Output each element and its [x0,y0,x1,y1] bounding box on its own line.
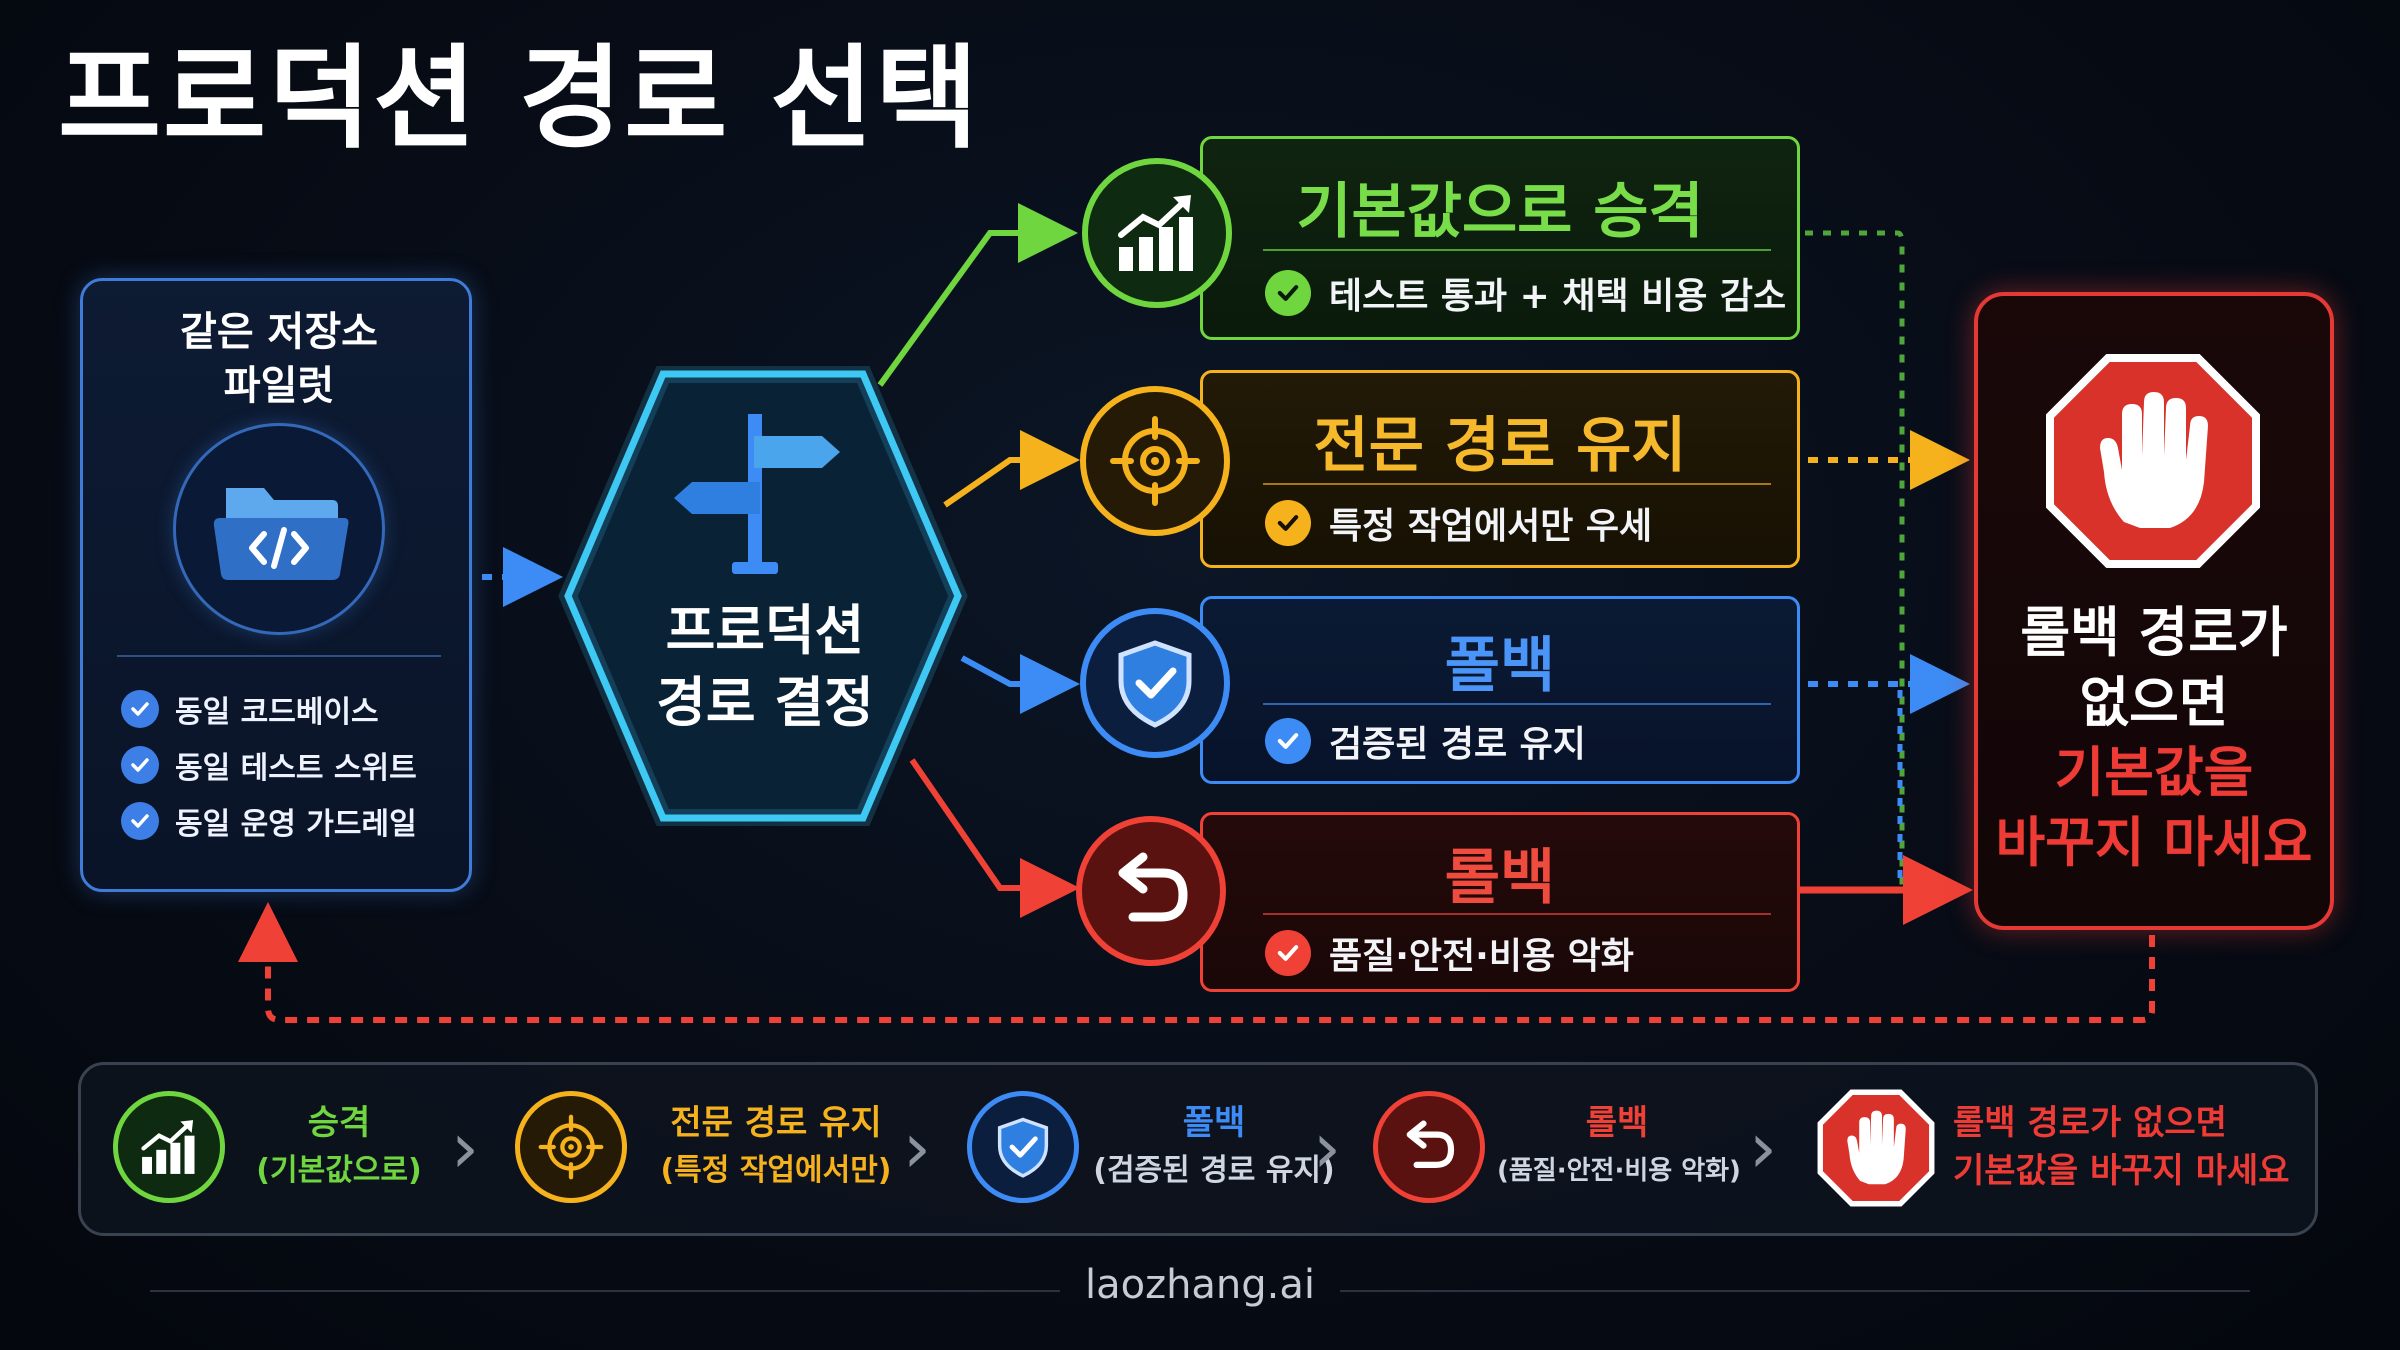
stop-line2: 없으면 [2079,671,2229,734]
rollback-branch-arrow [909,758,1080,918]
source-check-item: 동일 코드베이스 [121,687,461,731]
legend-item-promote: 승격 (기본값으로) [239,1099,439,1195]
chevron-right-icon: › [903,1107,931,1189]
legend-sub: (품질·안전·비용 악화) [1497,1156,1741,1186]
legend-item-stop: 롤백 경로가 없으면 기본값을 바꾸지 마세요 [1953,1099,2293,1195]
shield-check-icon [967,1091,1079,1203]
legend-sub: (검증된 경로 유지) [1093,1153,1335,1188]
outcome-sub: 품질·안전·비용 악화 [1265,927,1634,979]
outcome-card-promote: 기본값으로 승격 테스트 통과 + 채택 비용 감소 [1200,136,1800,340]
legend-bar: 승격 (기본값으로) › 전문 경로 유지 (특정 작업에서만) › [78,1062,2318,1236]
check-icon [1265,930,1311,976]
code-folder-icon [173,423,385,635]
outcome-sub-label: 테스트 통과 + 채택 비용 감소 [1329,276,1787,317]
stop-hand-icon [2046,354,2260,568]
footer-rule-left [150,1290,1060,1292]
card-divider [1263,913,1771,915]
source-divider [117,655,441,657]
fallback-branch-arrow [960,654,1080,714]
outcome-title: 전문 경로 유지 [1313,411,1687,481]
card-divider [1263,703,1771,705]
decision-hexagon [558,366,968,826]
outcome-title: 기본값으로 승격 [1296,177,1704,247]
outcome-sub: 특정 작업에서만 우세 [1265,497,1652,549]
undo-arrow-icon [1373,1091,1485,1203]
stop-message: 롤백 경로가 없으면 기본값을 바꾸지 마세요 [1974,598,2334,878]
stop-hand-icon [1817,1089,1935,1207]
legend-item-rollback: 롤백 (품질·안전·비용 악화) [1497,1099,1741,1195]
outcome-title: 롤백 [1444,843,1556,913]
outcome-card-keep: 전문 경로 유지 특정 작업에서만 우세 [1200,370,1800,568]
outcome-card-fallback: 폴백 검증된 경로 유지 [1200,596,1800,784]
signpost-icon [674,414,840,574]
check-icon [121,690,159,728]
outcome-title: 폴백 [1444,631,1556,701]
source-panel: 같은 저장소 파일럿 동일 코드베이스 동일 테스트 스위트 동일 운영 가드레… [80,278,472,892]
target-icon [515,1091,627,1203]
page-title: 프로덕션 경로 선택 [58,34,981,164]
check-icon [1265,270,1311,316]
legend-sub: (기본값으로) [256,1153,422,1188]
outcome-sub-label: 검증된 경로 유지 [1329,724,1586,765]
source-title-line2: 파일럿 [223,363,335,409]
legend-item-fallback: 폴백 (검증된 경로 유지) [1089,1099,1339,1195]
legend-main: 롤백 경로가 없으면 [1953,1103,2227,1143]
footer-brand: laozhang.ai [1084,1262,1316,1308]
footer-rule-right [1340,1290,2250,1292]
chart-up-icon [1082,158,1232,308]
promote-branch-arrow [877,203,1078,387]
stop-line3: 기본값을 [2054,741,2254,804]
stop-line4: 바꾸지 마세요 [1995,811,2313,874]
chevron-right-icon: › [1313,1107,1341,1189]
source-check-item: 동일 운영 가드레일 [121,799,461,843]
chevron-right-icon: › [451,1107,479,1189]
card-divider [1263,483,1771,485]
source-title-line1: 같은 저장소 [180,309,378,355]
stop-line1: 롤백 경로가 [2020,601,2288,664]
outcome-sub: 검증된 경로 유지 [1265,715,1586,767]
legend-main: 전문 경로 유지 [670,1103,882,1143]
loop-back-arrow [238,902,2155,1023]
undo-arrow-icon [1076,816,1226,966]
decision-label: 프로덕션 경로 결정 [590,595,940,739]
legend-main: 롤백 [1585,1103,1649,1143]
target-icon [1080,386,1230,536]
check-icon [1265,718,1311,764]
check-icon [1265,500,1311,546]
check-icon [121,802,159,840]
legend-main: 폴백 [1182,1103,1246,1143]
source-check-label: 동일 테스트 스위트 [175,751,417,786]
shield-check-icon [1080,608,1230,758]
source-check-label: 동일 코드베이스 [175,695,379,730]
legend-main: 승격 [307,1103,371,1143]
card-divider [1263,249,1771,251]
outcome-card-rollback: 롤백 품질·안전·비용 악화 [1200,812,1800,992]
check-icon [121,746,159,784]
decision-label-line1: 프로덕션 [665,599,865,662]
legend-sub: 기본값을 바꾸지 마세요 [1953,1151,2290,1191]
decision-label-line2: 경로 결정 [656,671,874,734]
outcome-sub: 테스트 통과 + 채택 비용 감소 [1265,267,1786,319]
keep-branch-arrow [943,430,1080,508]
outcome-sub-label: 특정 작업에서만 우세 [1329,506,1653,547]
legend-item-keep: 전문 경로 유지 (특정 작업에서만) [641,1099,911,1195]
stop-panel [1974,292,2334,930]
source-title: 같은 저장소 파일럿 [83,305,475,413]
source-check-item: 동일 테스트 스위트 [121,743,461,787]
chevron-right-icon: › [1749,1107,1777,1189]
promote-to-stop-dotted [1805,230,1905,890]
outcome-sub-label: 품질·안전·비용 악화 [1329,936,1634,977]
source-check-label: 동일 운영 가드레일 [175,807,417,842]
legend-sub: (특정 작업에서만) [660,1153,892,1188]
chart-up-icon [113,1091,225,1203]
